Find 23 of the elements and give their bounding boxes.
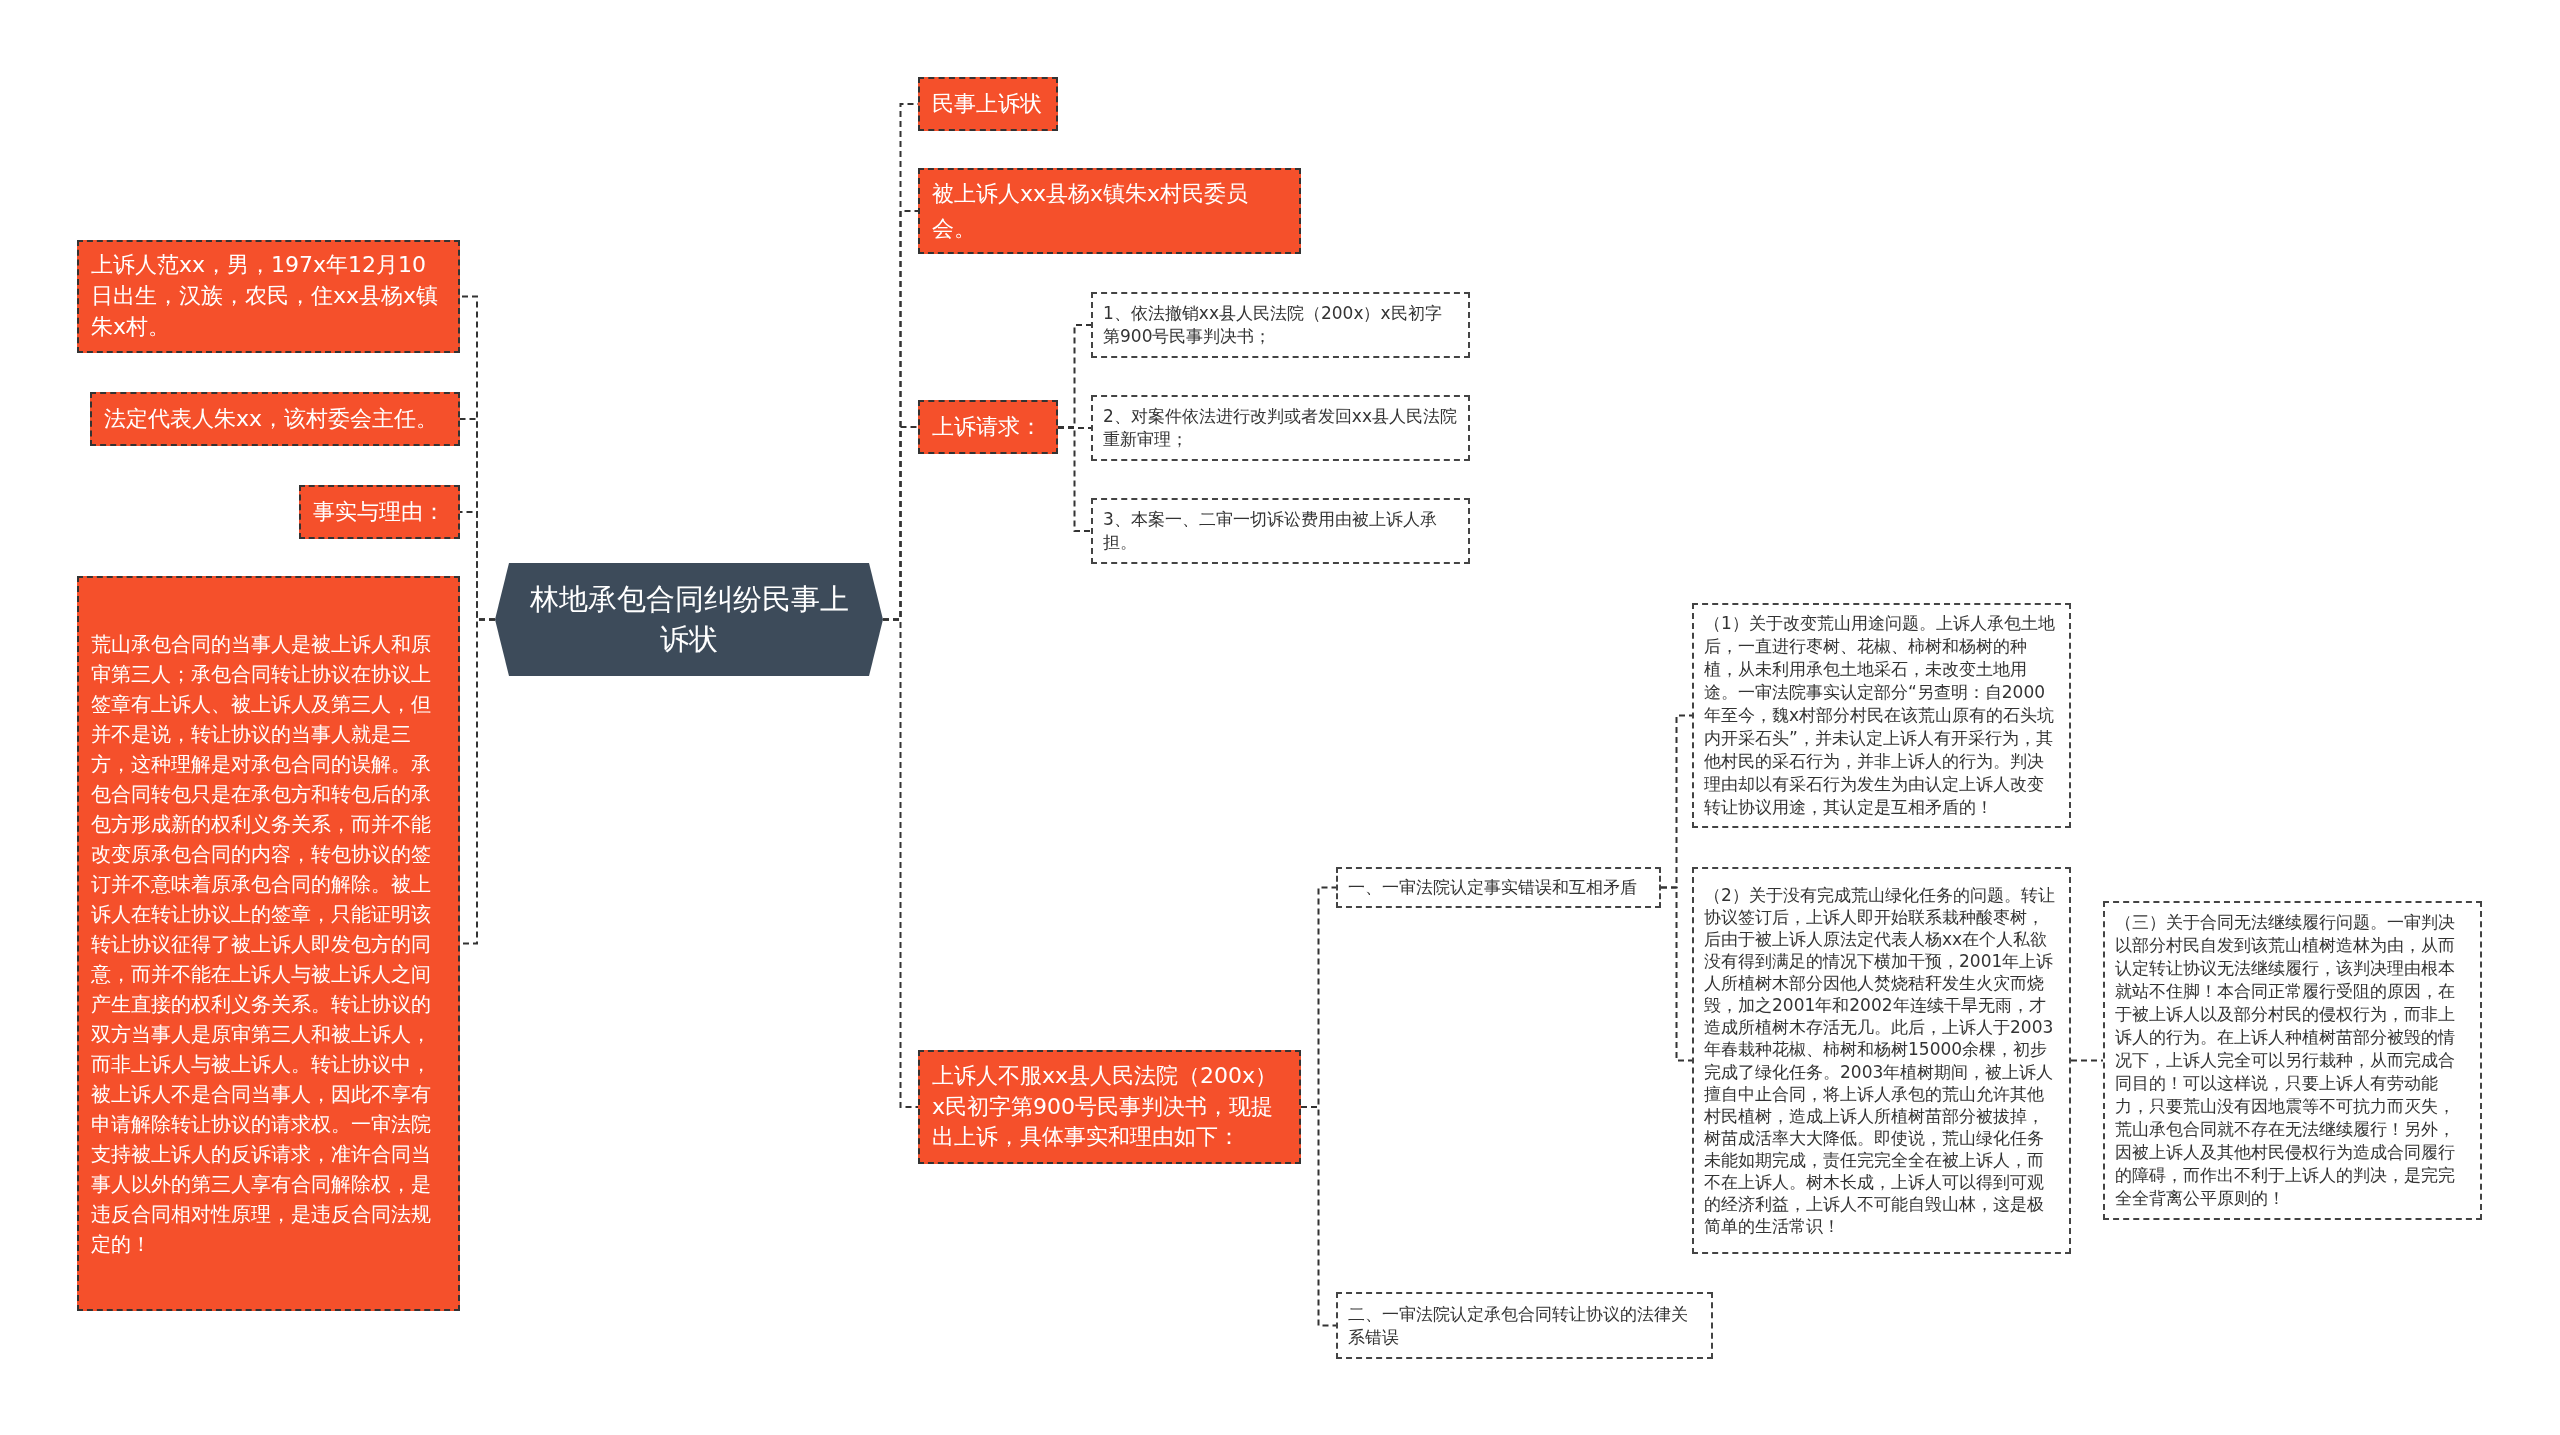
connector-line (1057, 426, 1092, 532)
connector-line (1660, 886, 1693, 1062)
topic-box: 上诉人不服xx县人民法院（200x）x民初字第900号民事判决书，现提出上诉，具体事实和理由如下： (918, 1050, 1301, 1164)
connector-line (1300, 1106, 1337, 1327)
topic-box: 民事上诉状 (918, 77, 1058, 131)
subtopic-box: （1）关于改变荒山用途问题。上诉人承包土地后，一直进行枣树、花椒、柿树和杨树的种植，从未利用承包土地采石，未改变土地用途。一审法院事实认定部分“另查明：自2000年至今，魏x村部分村民在该荒山原有的石头坑内开采石头”，并未认定上诉人有开采行为，其他村民的采石行为，并非上诉人的行为。判决理由却以有采石行为发生为由认定上诉人改变转让协议用途，其认定是互相矛盾的！ (1692, 603, 2071, 828)
subtopic-box: （三）关于合同无法继续履行问题。一审判决以部分村民自发到该荒山植树造林为由，从而认定转让协议无法继续履行，该判决理由根本就站不住脚！本合同正常履行受阻的原因，在于被上诉人以及部分村民的侵权行为，而非上诉人的行为。在上诉人种植树苗部分被毁的情况下，上诉人完全可以另行栽种，从而完成合同目的！可以这样说，只要上诉人有劳动能力，只要荒山没有因地震等不可抗力而灭失，荒山承包合同就不存在无法继续履行！另外，因被上诉人及其他村民侵权行为造成合同履行的障碍，而作出不利于上诉人的判决，是完完全全背离公平原则的！ (2103, 901, 2482, 1220)
central-topic: 林地承包合同纠纷民事上诉状 (495, 563, 883, 676)
subtopic-box: 二、一审法院认定承包合同转让协议的法律关系错误 (1336, 1292, 1713, 1359)
subtopic-box: 一、一审法院认定事实错误和互相矛盾 (1336, 867, 1661, 908)
subtopic-box: 2、对案件依法进行改判或者发回xx县人民法院重新审理； (1091, 395, 1470, 461)
topic-box: 上诉请求： (918, 400, 1058, 454)
connector-line (2070, 1059, 2104, 1062)
connector-line (1057, 427, 1092, 429)
connector-line (882, 618, 919, 1108)
topic-box: 上诉人范xx，男，197x年12月10日出生，汉族，农民，住xx县杨x镇朱x村。 (77, 240, 460, 353)
subtopic-box: （2）关于没有完成荒山绿化任务的问题。转让协议签订后，上诉人即开始联系栽种酸枣树，后由于被上诉人原法定代表人杨xx在个人私欲没有得到满足的情况下横加干预，2001年上诉人所植树木部分因他人焚烧秸秆发生火灾而烧毁，加之2001年和2002年连续干旱无雨，才造成所植树木存活无几。此后，上诉人于2003年春栽种花椒、柿树和杨树15000余棵，初步完成了绿化任务。2003年植树期间，被上诉人擅自中止合同，将上诉人承包的荒山允许其他村民植树，造成上诉人所植树苗部分被拔掉，树苗成活率大大降低。即使说，荒山绿化任务未能如期完成，责任完完全全在被上诉人，而不在上诉人。树木长成，上诉人可以得到可观的经济利益，上诉人不可能自毁山林，这是极简单的生活常识！ (1692, 867, 2071, 1254)
topic-box: 被上诉人xx县杨x镇朱x村民委员会。 (918, 168, 1301, 255)
subtopic-box: 1、依法撤销xx县人民法院（200x）x民初字第900号民事判决书； (1091, 292, 1470, 358)
topic-box: 事实与理由： (299, 485, 460, 539)
subtopic-box: 3、本案一、二审一切诉讼费用由被上诉人承担。 (1091, 498, 1470, 564)
topic-box: 法定代表人朱xx，该村委会主任。 (90, 392, 460, 446)
topic-box: 荒山承包合同的当事人是被上诉人和原审第三人；承包合同转让协议在协议上签章有上诉人、被上诉人及第三人，但并不是说，转让协议的当事人就是三方，这种理解是对承包合同的误解。承包合同转包只是在承包方和转包后的承包方形成新的权利义务关系，而并不能改变原承包合同的内容，转包协议的签订并不意味着原承包合同的解除。被上诉人在转让协议上的签章，只能证明该转让协议征得了被上诉人即发包方的同意，而并不能在上诉人与被上诉人之间产生直接的权利义务关系。转让协议的双方当事人是原审第三人和被上诉人，而非上诉人与被上诉人。转让协议中，被上诉人不是合同当事人，因此不享有申请解除转让协议的请求权。一审法院支持被上诉人的反诉请求，准许合同当事人以外的第三人享有合同解除权，是违反合同相对性原理，是违反合同法规定的！ (77, 576, 460, 1311)
